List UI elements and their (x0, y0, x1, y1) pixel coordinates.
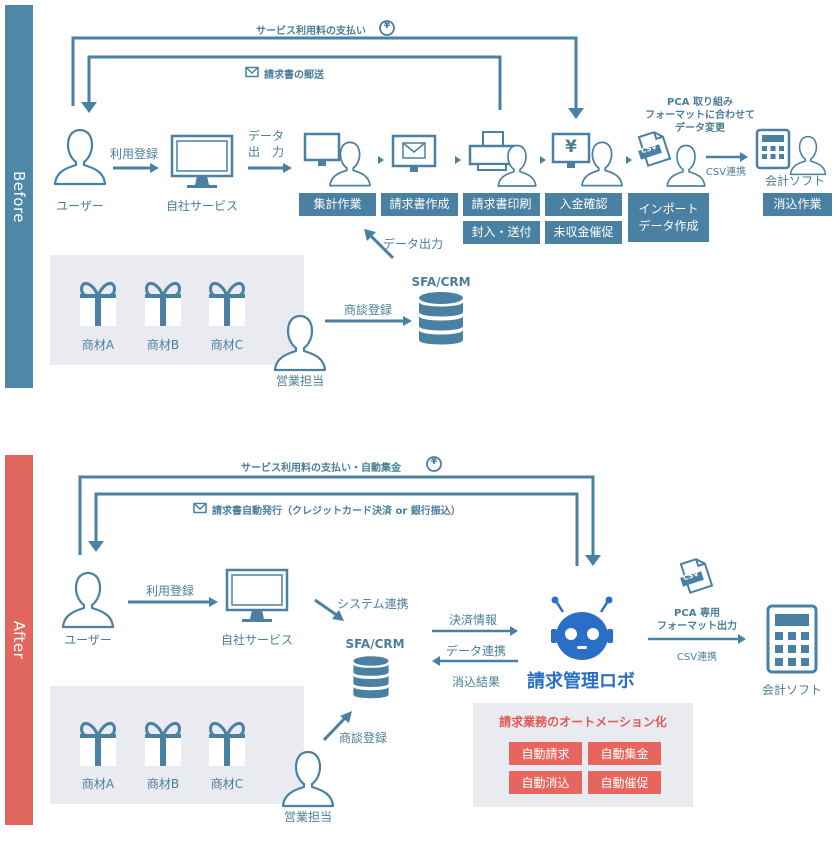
before-pca-line3: データ変更 (675, 123, 725, 134)
before-payment-flow-line (71, 36, 578, 110)
auto-task-dunning: 自動催促 (588, 771, 661, 794)
robo-name-label: 請求管理ロボ (527, 671, 635, 692)
after-product-b-icon (143, 721, 183, 768)
before-product-b-label: 商材B (146, 338, 180, 352)
before-product-c-label: 商材C (210, 338, 244, 352)
before-data-output-line2: 出 力 (247, 145, 285, 159)
before-product-a-icon (78, 281, 118, 328)
before-sfa-crm-label: SFA/CRM (411, 275, 471, 289)
before-data-output-line1: データ (247, 129, 285, 143)
after-deal-register-label: 商談登録 (338, 731, 388, 745)
after-mail-arrowhead (88, 541, 104, 552)
before-side-bar: Before (5, 5, 33, 388)
after-pca-line1: PCA 専用 (674, 608, 720, 619)
after-sfa-crm-db-icon (353, 656, 389, 699)
before-mail-arrowhead (81, 102, 97, 113)
before-task-import-line1: インポート (638, 202, 699, 217)
auto-task-reconcile: 自動消込 (509, 771, 582, 794)
before-service-monitor-icon (170, 134, 234, 190)
after-mail-flow-label: 請求書自動発行（クレジットカード決済 or 銀行振込） (212, 506, 461, 517)
after-service-monitor-icon (225, 568, 289, 624)
after-calculator-icon (766, 604, 818, 674)
after-sales-rep-label: 営業担当 (283, 810, 333, 824)
after-payment-info-label: 決済情報 (448, 613, 498, 627)
after-product-b-label: 商材B (146, 777, 180, 791)
before-user-icon (53, 128, 107, 186)
before-sfa-crm-db-icon (419, 292, 463, 345)
auto-task-billing: 自動請求 (509, 742, 582, 765)
before-task-confirm-payment: 入金確認 (545, 193, 622, 216)
after-accounting-software-label: 会計ソフト (761, 683, 823, 697)
before-accountant-icon (789, 135, 827, 176)
before-task-create-invoice: 請求書作成 (381, 193, 458, 216)
before-task-aggregate: 集計作業 (299, 193, 376, 216)
before-data-output2-label: データ出力 (383, 237, 444, 251)
robot-icon (551, 596, 613, 660)
before-user-label: ユーザー (56, 199, 104, 213)
after-mail-icon (193, 502, 207, 514)
before-csv-link-label: CSV連携 (705, 167, 747, 178)
after-register-label: 利用登録 (145, 584, 195, 598)
before-task-print-invoice: 請求書印刷 (463, 193, 540, 216)
automation-title: 請求業務のオートメーション化 (499, 715, 667, 729)
before-payment-flow-label: サービス利用料の支払い (256, 26, 366, 37)
after-product-a-label: 商材A (81, 777, 115, 791)
after-payment-flow-line (78, 475, 595, 556)
after-user-icon (61, 571, 115, 629)
auto-task-collection: 自動集金 (588, 742, 661, 765)
before-mail-flow-label: 請求書の郵送 (264, 70, 324, 81)
before-calculator-icon (755, 128, 791, 170)
after-sales-rep-icon (281, 750, 335, 808)
after-user-label: ユーザー (64, 633, 112, 647)
before-product-c-icon (207, 281, 247, 328)
after-sfa-crm-label: SFA/CRM (345, 637, 405, 651)
before-yen-symbol: ¥ (383, 20, 391, 31)
before-accounting-software-label: 会計ソフト (764, 174, 826, 188)
before-yen-screen-symbol: ¥ (565, 137, 577, 157)
after-product-c-icon (207, 721, 247, 768)
before-pca-line1: PCA 取り組み (667, 97, 733, 108)
after-pca-line2: フォーマット出力 (657, 621, 737, 632)
before-product-a-label: 商材A (81, 338, 115, 352)
before-register-label: 利用登録 (109, 147, 159, 161)
before-deal-register-label: 商談登録 (343, 303, 393, 317)
before-mail-icon (245, 66, 259, 78)
after-side-bar: After (5, 455, 33, 825)
before-own-service-label: 自社サービス (165, 199, 239, 213)
after-own-service-label: 自社サービス (220, 633, 294, 647)
after-reconcile-result-label: 消込結果 (451, 675, 501, 689)
before-pca-line2: フォーマットに合わせて (645, 110, 755, 121)
after-csv-link-label: CSV連携 (676, 652, 718, 663)
before-task-enclose-send: 封入・送付 (463, 221, 540, 244)
before-task-import: インポート データ作成 (628, 193, 709, 242)
after-data-link-label: データ連携 (445, 644, 507, 658)
after-product-c-label: 商材C (210, 777, 244, 791)
after-mail-flow-line (94, 492, 579, 566)
before-task-reconcile: 消込作業 (763, 193, 832, 216)
before-task-import-line2: データ作成 (638, 218, 699, 233)
before-payment-arrowhead (568, 108, 584, 119)
before-task-dun-unpaid: 未収金催促 (545, 221, 622, 244)
after-product-a-icon (78, 721, 118, 768)
after-yen-symbol: ¥ (430, 456, 438, 467)
after-payment-arrowhead (585, 555, 601, 566)
before-import-person-icon (666, 144, 706, 187)
before-product-b-icon (143, 281, 183, 328)
before-sales-rep-label: 営業担当 (275, 374, 325, 388)
after-system-link-label: システム連携 (337, 597, 409, 611)
after-payment-flow-label: サービス利用料の支払い・自動集金 (241, 463, 401, 474)
before-mail-flow-line (87, 55, 502, 110)
before-sales-rep-icon (273, 314, 327, 372)
